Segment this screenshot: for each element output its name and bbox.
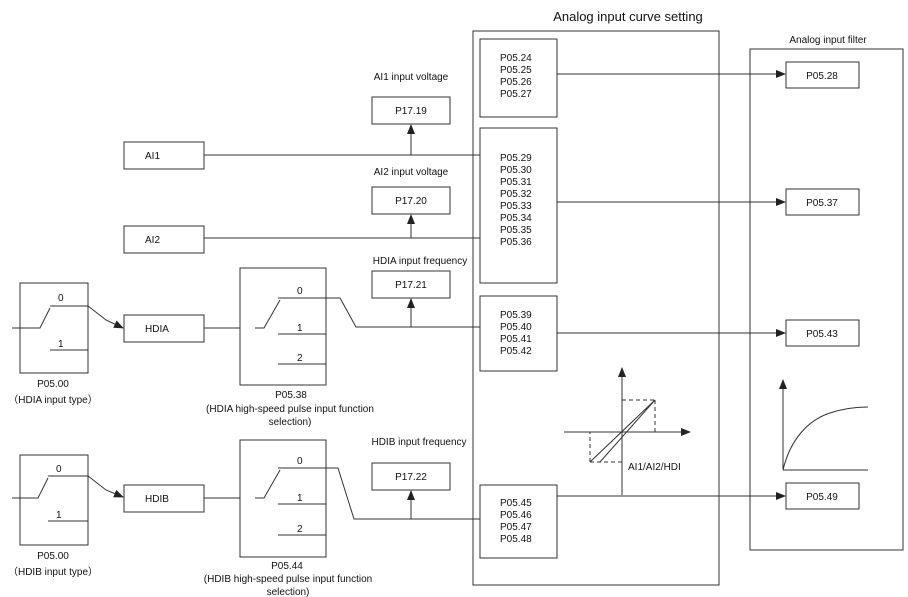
curve-group-4 xyxy=(479,484,558,559)
filter-code: P05.49 xyxy=(806,492,838,503)
hdib-func-switch-box xyxy=(239,439,327,558)
param-code: P05.42 xyxy=(500,346,532,357)
switch-lever xyxy=(12,477,49,499)
hdib-func-desc: (HDIB high-speed pulse input function xyxy=(204,574,372,585)
filter-box-3 xyxy=(785,319,860,347)
param-code: P05.34 xyxy=(500,213,532,224)
hdib-output-line xyxy=(326,467,480,520)
curve-graph-label: AI1/AI2/HDI xyxy=(628,462,681,473)
hdib-type-desc: （HDIB input type） xyxy=(8,566,98,578)
param-code: P05.45 xyxy=(500,498,532,509)
flow-arrow xyxy=(87,475,124,498)
switch-option: 2 xyxy=(297,524,303,535)
switch-option: 0 xyxy=(56,464,62,475)
param-code: P05.26 xyxy=(500,77,532,88)
param-code: P05.29 xyxy=(500,153,532,164)
param-code: P05.47 xyxy=(500,522,532,533)
param-code: P05.30 xyxy=(500,165,532,176)
switch-option: 0 xyxy=(297,456,303,467)
switch-option: 1 xyxy=(297,323,303,334)
ai2-monitor-label: AI2 input voltage xyxy=(374,167,449,178)
filter-frame xyxy=(749,48,904,551)
ai1-monitor-label: AI1 input voltage xyxy=(374,72,449,83)
hdia-input-label: HDIA xyxy=(145,324,169,335)
hdia-input-box xyxy=(123,314,205,343)
ai2-input-box xyxy=(123,225,205,254)
param-code: P05.27 xyxy=(500,89,532,100)
hdia-func-code: P05.38 xyxy=(275,390,307,401)
switch-lever xyxy=(255,469,281,499)
hdia-type-code: P05.00 xyxy=(37,379,69,390)
hdib-monitor-code: P17.22 xyxy=(395,472,427,483)
curve-setting-title: Analog input curve setting xyxy=(553,9,703,24)
ai1-monitor-code: P17.19 xyxy=(395,106,427,117)
param-code: P05.33 xyxy=(500,201,532,212)
param-code: P05.32 xyxy=(500,189,532,200)
ai1-input-box xyxy=(123,141,205,170)
hdib-type-code: P05.00 xyxy=(37,551,69,562)
switch-option: 1 xyxy=(58,339,64,350)
filter-title: Analog input filter xyxy=(789,35,867,46)
param-code: P05.39 xyxy=(500,310,532,321)
param-code: P05.36 xyxy=(500,237,532,248)
param-code: P05.31 xyxy=(500,177,532,188)
ai2-input-label: AI2 xyxy=(145,235,160,246)
hdia-monitor-label: HDIA input frequency xyxy=(373,256,468,267)
filter-response-icon xyxy=(779,379,869,471)
switch-option: 1 xyxy=(56,510,62,521)
hdib-type-switch-box xyxy=(19,454,89,546)
hdia-output-line xyxy=(326,297,480,328)
param-code: P05.41 xyxy=(500,334,532,345)
filter-code: P05.28 xyxy=(806,71,838,82)
hdib-input-box xyxy=(123,484,205,513)
hdib-func-code: P05.44 xyxy=(271,561,303,572)
switch-option: 1 xyxy=(297,493,303,504)
hdia-monitor-box xyxy=(371,270,451,299)
filter-box-4 xyxy=(785,482,860,510)
filter-box-2 xyxy=(785,188,860,216)
hdib-input-label: HDIB xyxy=(145,494,169,505)
ai2-monitor-code: P17.20 xyxy=(395,196,427,207)
ai2-monitor-box xyxy=(371,186,451,215)
param-code: P05.25 xyxy=(500,65,532,76)
curve-group-2 xyxy=(479,127,558,284)
hdib-monitor-label: HDIB input frequency xyxy=(371,437,466,448)
hdib-func-desc: selection) xyxy=(267,587,310,597)
filter-code: P05.43 xyxy=(806,329,838,340)
hdia-func-desc: selection) xyxy=(269,417,312,428)
curve-group-3 xyxy=(479,295,558,372)
switch-lever xyxy=(12,307,51,329)
filter-code: P05.37 xyxy=(806,198,838,209)
switch-lever xyxy=(255,299,281,329)
param-code: P05.48 xyxy=(500,534,532,545)
param-code: P05.24 xyxy=(500,53,532,64)
hdia-monitor-code: P17.21 xyxy=(395,280,427,291)
switch-option: 2 xyxy=(297,353,303,364)
curve-group-1 xyxy=(479,38,558,118)
curve-graph-icon xyxy=(564,367,691,495)
switch-option: 0 xyxy=(58,293,64,304)
param-code: P05.40 xyxy=(500,322,532,333)
param-code: P05.46 xyxy=(500,510,532,521)
ai1-monitor-box xyxy=(371,96,451,125)
filter-box-1 xyxy=(785,61,860,89)
hdia-type-desc: （HDIA input type） xyxy=(8,394,97,406)
param-code: P05.35 xyxy=(500,225,532,236)
hdia-func-desc: (HDIA high-speed pulse input function xyxy=(206,404,374,415)
hdia-func-switch-box xyxy=(239,267,327,386)
ai1-input-label: AI1 xyxy=(145,151,160,162)
switch-option: 0 xyxy=(297,286,303,297)
flow-arrow xyxy=(87,305,124,329)
